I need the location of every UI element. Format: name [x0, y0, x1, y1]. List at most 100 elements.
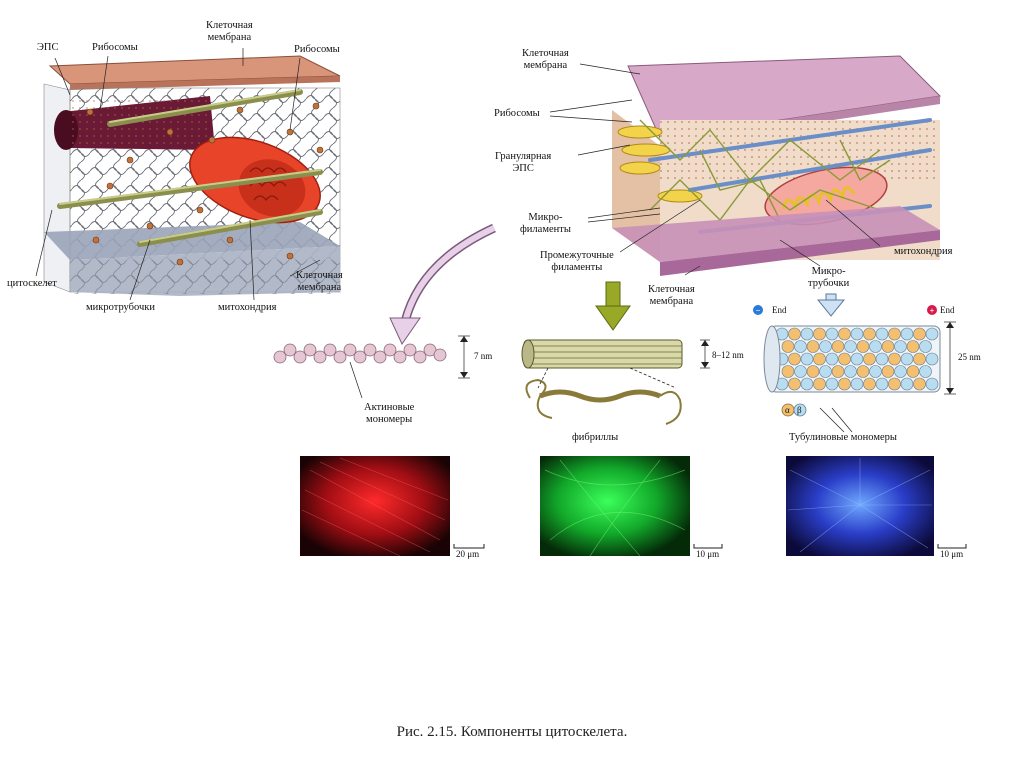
tubulin-subunit [839, 378, 851, 390]
tubulin-subunit [820, 341, 832, 353]
label-beta: β [797, 405, 802, 415]
arrow-to-intermediate [596, 282, 630, 330]
tubulin-subunit [839, 328, 851, 340]
label-microtubules-left: микротрубочки [86, 302, 155, 314]
tubulin-subunit [857, 366, 869, 378]
tubulin-subunit [926, 328, 938, 340]
tubulin-subunit [889, 353, 901, 365]
label-alpha: α [785, 405, 790, 415]
tubulin-subunit [870, 341, 882, 353]
label-tubulin-monomers: Тубулиновые мономеры [789, 432, 897, 444]
tubulin-subunit [901, 353, 913, 365]
label-membrane-right-top: Клеточная мембрана [522, 48, 569, 72]
tubulin-subunit [882, 366, 894, 378]
microtubule-model [764, 326, 940, 392]
tubulin-subunit [920, 341, 932, 353]
tubulin-subunit [876, 353, 888, 365]
tubulin-subunit [926, 378, 938, 390]
tubulin-subunit [845, 366, 857, 378]
left-cell-block [36, 48, 340, 300]
tubulin-subunit [926, 353, 938, 365]
label-granular-eps: Гранулярная ЭПС [495, 151, 551, 175]
tubulin-subunit [895, 366, 907, 378]
tubulin-subunit [795, 341, 807, 353]
tubulin-subunit [914, 328, 926, 340]
svg-text:+: + [930, 306, 935, 315]
tubulin-subunit [907, 366, 919, 378]
label-mitochondria-right: митохондрия [894, 246, 952, 258]
tubulin-subunit [851, 353, 863, 365]
label-intermediate-filaments: Промежуточные филаменты [540, 250, 614, 274]
tubulin-subunit [820, 366, 832, 378]
arrow-to-microtubule [818, 294, 844, 316]
label-actin-monomers: Актиновые мономеры [364, 402, 414, 426]
tubulin-subunit [807, 366, 819, 378]
figure-caption: Рис. 2.15. Компоненты цитоскелета. [0, 724, 1024, 741]
tubulin-subunit [814, 353, 826, 365]
label-cytoskeleton: цитоскелет [7, 278, 57, 290]
micrograph-intermediate [540, 456, 690, 556]
label-minus-end: End [772, 305, 787, 315]
tubulin-subunit [851, 378, 863, 390]
tubulin-subunit [782, 341, 794, 353]
tubulin-subunit [814, 378, 826, 390]
label-ribosomes-right: Рибосомы [494, 108, 540, 120]
right-cell-block [550, 56, 940, 276]
tubulin-subunit [839, 353, 851, 365]
tubulin-subunit [907, 341, 919, 353]
tubulin-subunit [795, 366, 807, 378]
tubulin-subunit [920, 366, 932, 378]
label-plus-end: End [940, 305, 955, 315]
micrograph-actin [300, 456, 450, 556]
label-membrane-right-bottom: Клеточная мембрана [648, 284, 695, 308]
tubulin-subunit [914, 378, 926, 390]
arrow-to-actin [390, 228, 494, 344]
tubulin-subunit [832, 341, 844, 353]
tubulin-subunit [814, 328, 826, 340]
tubulin-subunit [889, 328, 901, 340]
tubulin-subunit [826, 378, 838, 390]
tubulin-subunit [870, 366, 882, 378]
tubulin-subunit [895, 341, 907, 353]
micrograph-tubulin [786, 456, 934, 556]
label-mitochondria-left: митохондрия [218, 302, 276, 314]
tubulin-subunit [851, 328, 863, 340]
label-microtubules-right: Микро- трубочки [808, 266, 849, 290]
tubulin-subunit [826, 353, 838, 365]
tubulin-subunit [901, 328, 913, 340]
tubulin-subunit [882, 341, 894, 353]
tubulin-subunit [807, 341, 819, 353]
label-ribosomes-left-1: Рибосомы [92, 42, 138, 54]
dim-microtubule: 25 nm [958, 352, 981, 362]
label-fibrils: фибриллы [572, 432, 618, 444]
tubulin-subunit [864, 378, 876, 390]
tubulin-subunit [789, 353, 801, 365]
tubulin-subunit [789, 328, 801, 340]
dim-intermediate: 8–12 nm [712, 350, 744, 360]
tubulin-subunit [901, 378, 913, 390]
scalebar-tubulin: 10 μm [940, 549, 963, 559]
label-eps: ЭПС [37, 42, 59, 54]
tubulin-subunit [782, 366, 794, 378]
label-membrane-left-bottom: Клеточная мембрана [296, 270, 343, 294]
tubulin-subunit [864, 353, 876, 365]
actin-filament [274, 344, 446, 363]
tubulin-subunit [876, 378, 888, 390]
tubulin-subunit [857, 341, 869, 353]
tubulin-subunit [914, 353, 926, 365]
tubulin-subunit [845, 341, 857, 353]
label-membrane-left-top: Клеточная мембрана [206, 20, 253, 44]
svg-text:−: − [756, 306, 761, 315]
intermediate-filament [522, 340, 682, 424]
scalebar-actin: 20 μm [456, 549, 479, 559]
tubulin-subunit [889, 378, 901, 390]
tubulin-subunit [876, 328, 888, 340]
tubulin-subunit [801, 328, 813, 340]
tubulin-subunit [789, 378, 801, 390]
tubulin-subunit [864, 328, 876, 340]
label-microfilaments: Микро- филаменты [520, 212, 571, 236]
label-ribosomes-left-2: Рибосомы [294, 44, 340, 56]
tubulin-subunit [832, 366, 844, 378]
tubulin-subunit [801, 378, 813, 390]
